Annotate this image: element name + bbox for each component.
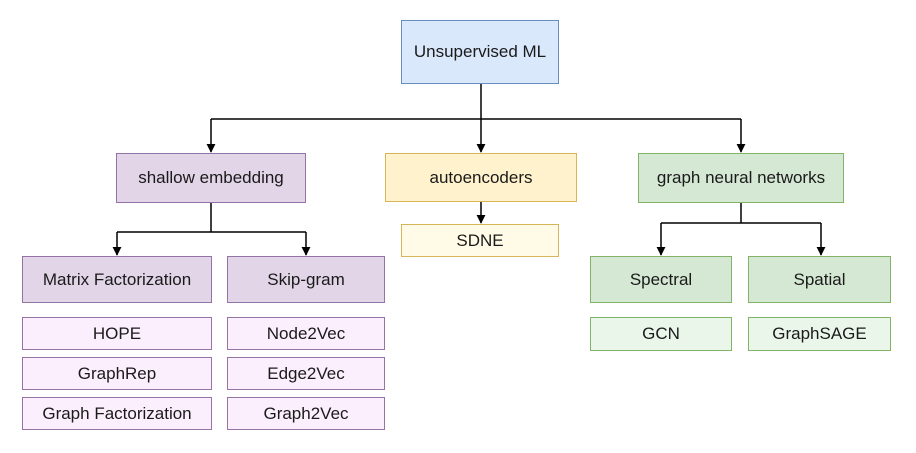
- method-graph-factorization: Graph Factorization: [22, 397, 212, 430]
- node-shallow-embedding: shallow embedding: [116, 153, 306, 203]
- method-gcn: GCN: [590, 317, 732, 351]
- method-graphsage: GraphSAGE: [748, 317, 891, 351]
- node-skip-gram: Skip-gram: [227, 256, 385, 303]
- node-spatial: Spatial: [748, 256, 891, 303]
- method-sdne: SDNE: [401, 224, 559, 257]
- node-spectral: Spectral: [590, 256, 732, 303]
- method-graphrep: GraphRep: [22, 357, 212, 390]
- method-hope: HOPE: [22, 317, 212, 350]
- node-autoencoders: autoencoders: [385, 153, 577, 202]
- node-unsupervised-ml: Unsupervised ML: [401, 20, 559, 84]
- method-node2vec: Node2Vec: [227, 317, 385, 350]
- node-graph-neural-networks: graph neural networks: [638, 153, 844, 203]
- method-edge2vec: Edge2Vec: [227, 357, 385, 390]
- method-graph2vec: Graph2Vec: [227, 397, 385, 430]
- node-matrix-factorization: Matrix Factorization: [22, 256, 212, 303]
